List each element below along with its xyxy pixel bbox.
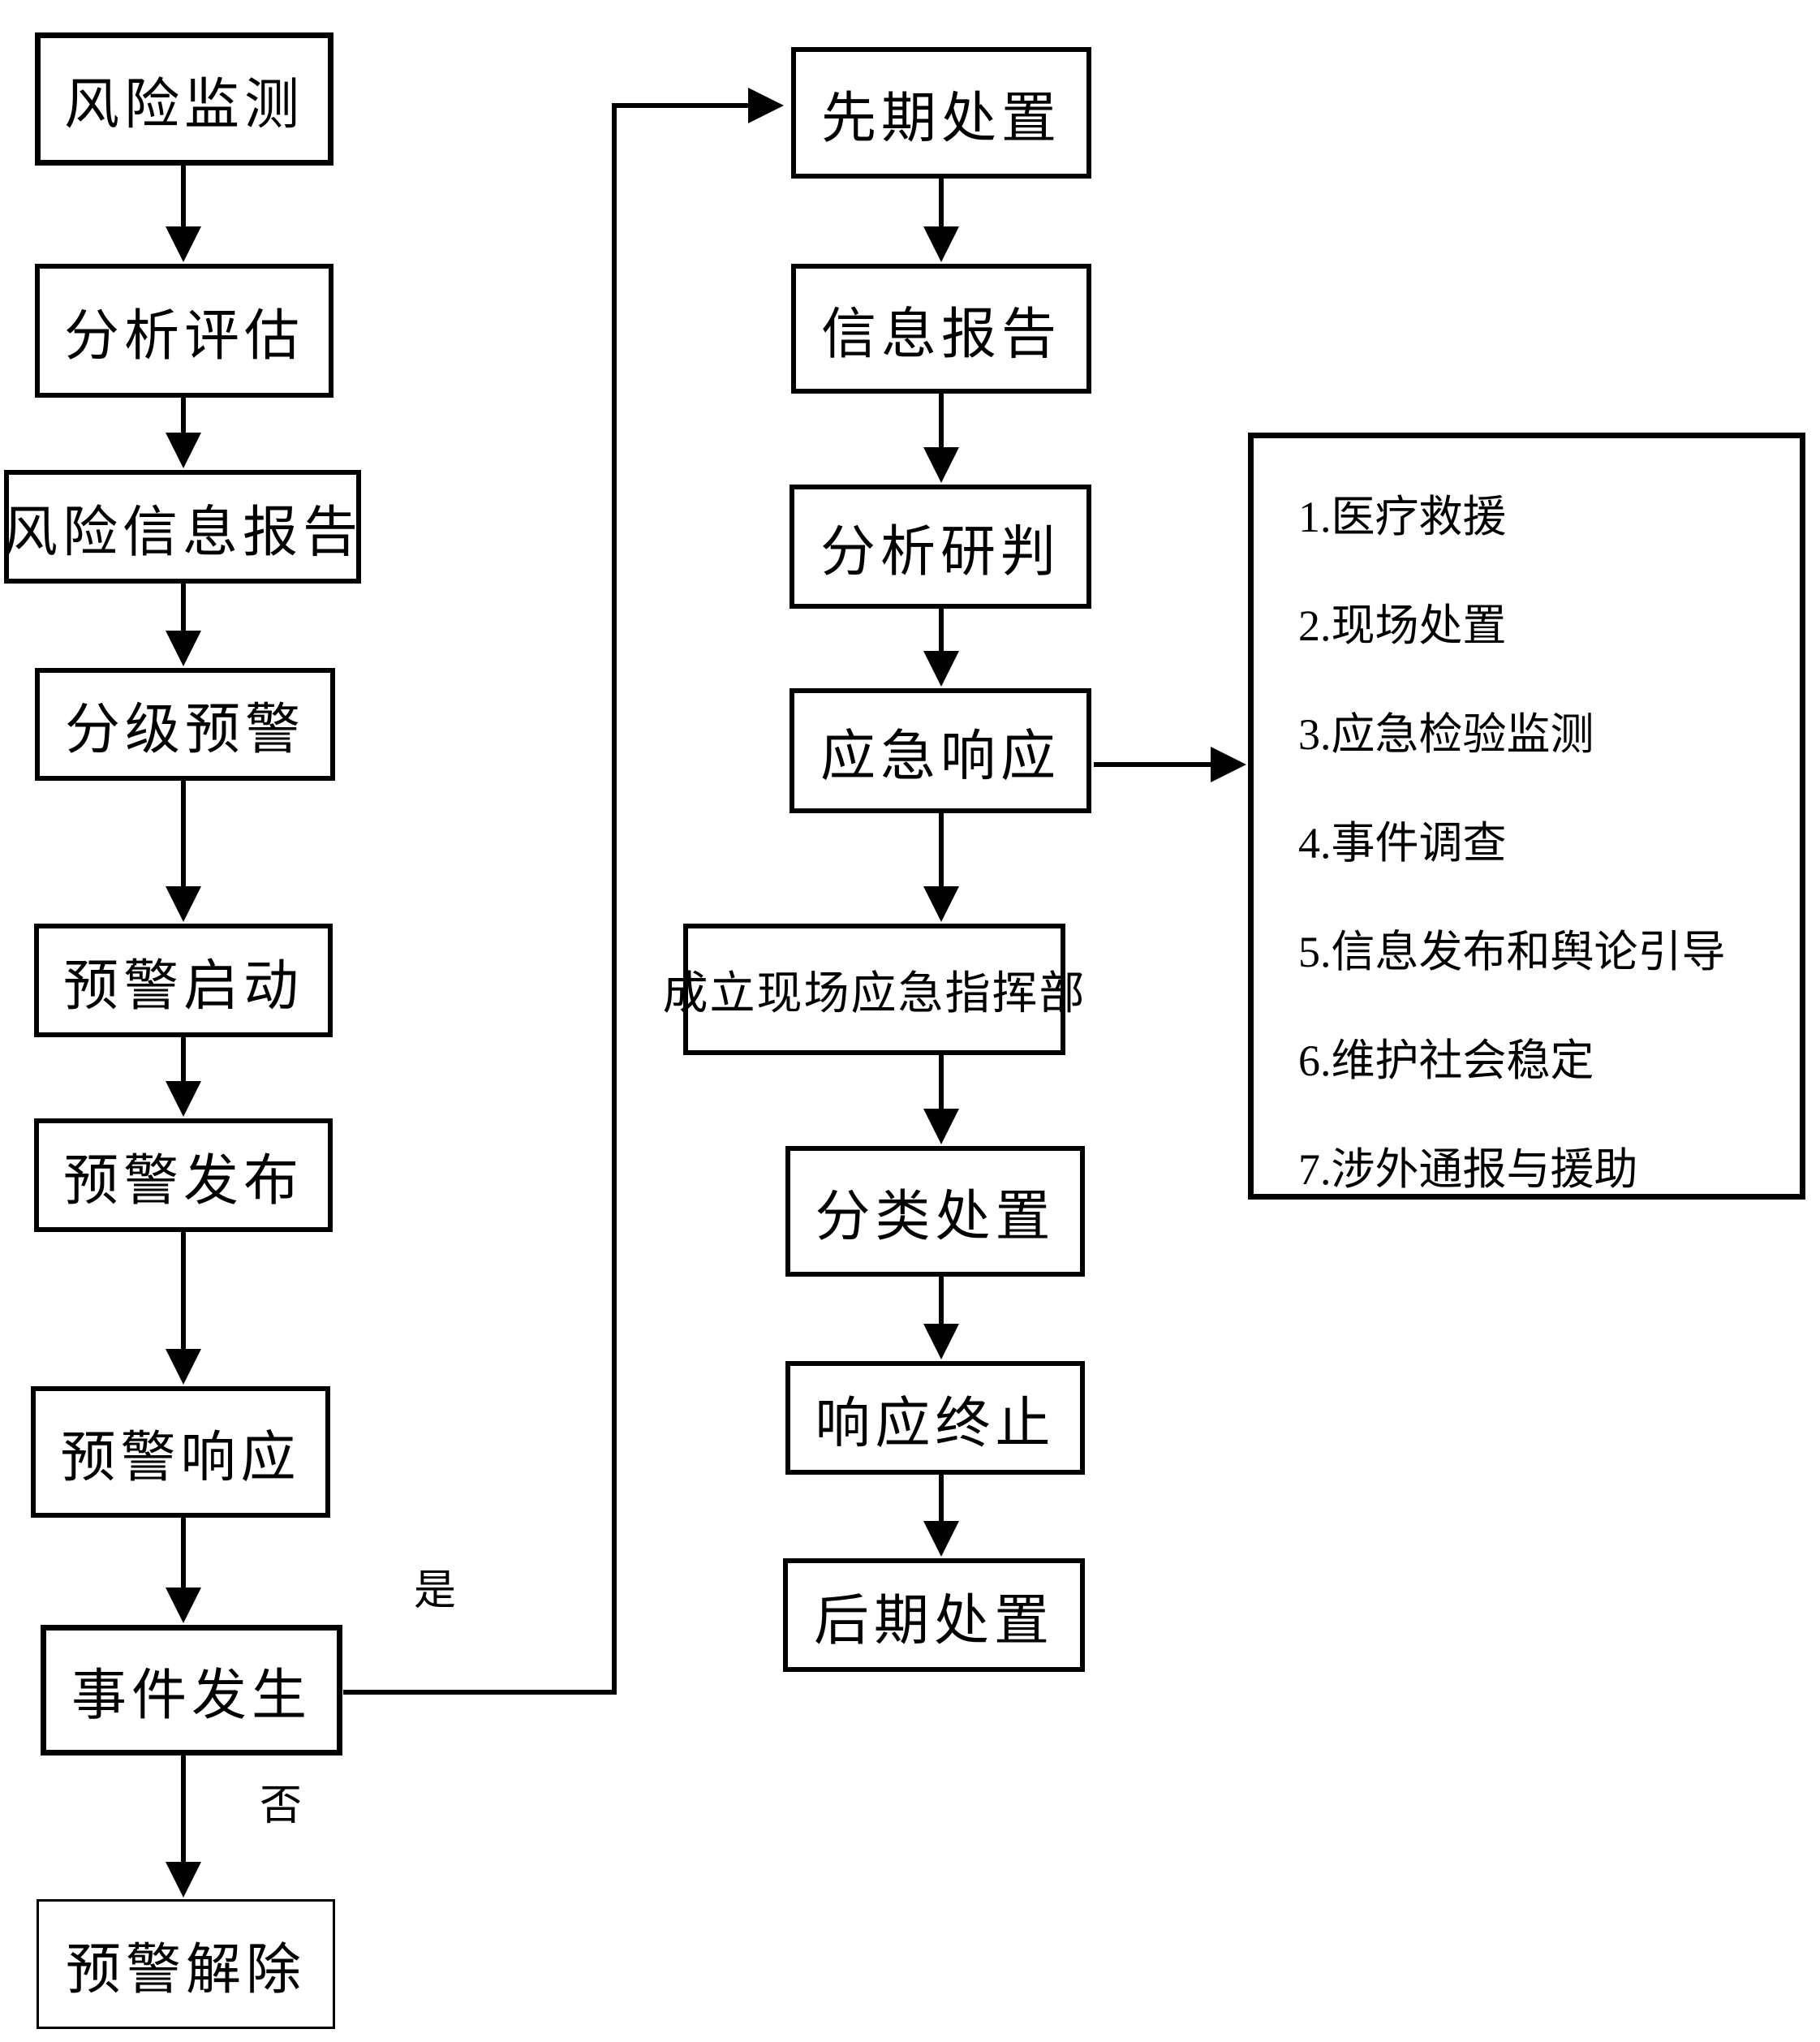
task-item-medical-rescue: 1.医疗救援 (1298, 493, 1507, 541)
task-item-onsite-disposal: 2.现场处置 (1298, 601, 1507, 650)
arrow-classified-to-termination (923, 1277, 959, 1359)
arrow-risk-monitoring-to-analysis (166, 166, 201, 262)
task-item-foreign-notification: 7.涉外通报与援助 (1298, 1145, 1638, 1194)
task-item-event-investigation: 4.事件调查 (1298, 819, 1507, 868)
arrow-initial-to-info-report (923, 179, 959, 262)
arrow-start-to-release (166, 1037, 201, 1117)
node-analysis-assessment: 分析评估 (35, 264, 333, 398)
label-no: 否 (260, 1783, 303, 1829)
arrow-risk-info-to-graded-warning (166, 584, 201, 666)
node-graded-warning: 分级预警 (35, 668, 335, 781)
arrow-termination-to-post-disposal (923, 1475, 959, 1557)
node-response-termination: 响应终止 (785, 1361, 1085, 1475)
task-item-social-stability: 6.维护社会稳定 (1298, 1036, 1594, 1085)
node-establish-onsite-command: 成立现场应急指挥部 (663, 924, 1085, 1055)
arrow-info-report-to-analysis (923, 394, 959, 483)
arrow-release-to-response (166, 1232, 201, 1385)
arrow-emergency-response-to-tasks (1094, 747, 1246, 782)
connector-yes-arrow-to-initial-disposal (614, 88, 784, 123)
side-panel-task-list: 1.医疗救援 2.现场处置 3.应急检验监测 4.事件调查 5.信息发布和舆论引… (1248, 433, 1805, 1200)
node-warning-start: 预警启动 (34, 924, 333, 1037)
arrow-analysis-to-emergency (923, 609, 959, 687)
node-info-report: 信息报告 (791, 264, 1091, 394)
arrow-emergency-to-command (923, 813, 959, 922)
node-initial-disposal: 先期处置 (791, 47, 1091, 179)
task-item-info-release: 5.信息发布和舆论引导 (1298, 928, 1726, 976)
node-warning-response: 预警响应 (31, 1386, 330, 1518)
node-analysis-judgment: 分析研判 (790, 485, 1091, 609)
node-event-occurs: 事件发生 (41, 1625, 342, 1756)
arrow-event-to-warning-lifted (166, 1756, 201, 1898)
arrow-response-to-event (166, 1518, 201, 1623)
node-post-disposal: 后期处置 (783, 1558, 1085, 1672)
label-yes: 是 (414, 1568, 457, 1614)
node-classified-disposal: 分类处置 (785, 1146, 1085, 1277)
arrow-analysis-to-risk-info-report (166, 398, 201, 468)
node-warning-release: 预警发布 (34, 1118, 333, 1232)
arrow-graded-warning-to-start (166, 781, 201, 922)
node-warning-lifted: 预警解除 (37, 1899, 335, 2029)
task-item-emergency-testing: 3.应急检验监测 (1298, 710, 1594, 759)
node-emergency-response: 应急响应 (790, 688, 1091, 813)
node-risk-monitoring: 风险监测 (35, 32, 333, 166)
connector-yes-vertical (612, 103, 617, 1695)
node-risk-info-report: 风险信息报告 (2, 470, 361, 584)
connector-yes-horizontal-bottom (343, 1690, 617, 1695)
arrow-command-to-classified (923, 1055, 959, 1144)
